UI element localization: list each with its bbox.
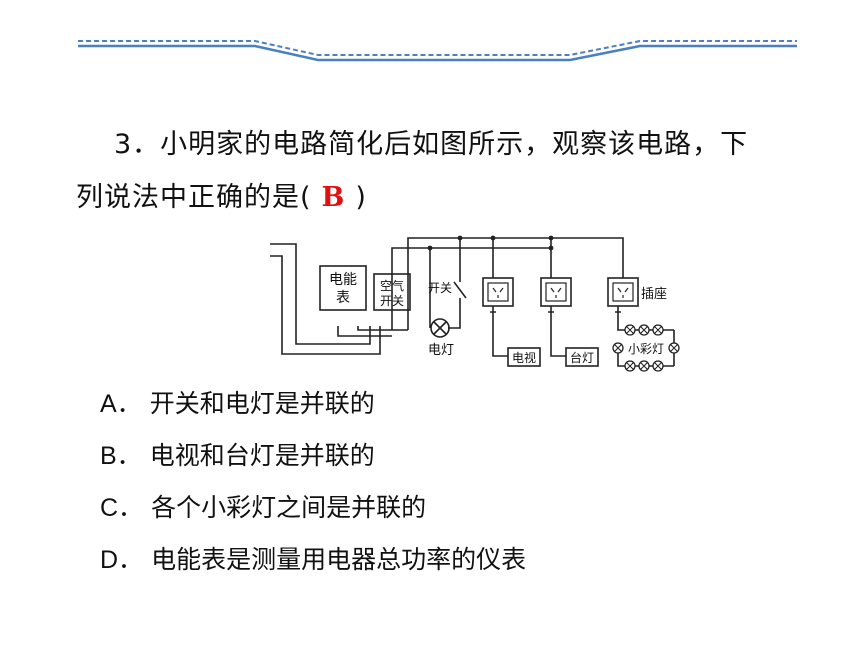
option-key: B．	[100, 442, 142, 470]
header-banner	[78, 40, 797, 62]
breaker-box	[373, 273, 411, 311]
breaker-label-1: 空气	[380, 278, 404, 293]
meter-label-1: 电能	[329, 272, 357, 288]
lamp-label: 电灯	[428, 343, 454, 358]
meter-box	[319, 265, 367, 311]
option-text: 开关和电灯是并联的	[149, 389, 375, 418]
breaker-label-2: 开关	[380, 294, 404, 308]
option-key: D．	[100, 546, 144, 574]
option-text: 电能表是测量用电器总功率的仪表	[151, 545, 527, 574]
desk-lamp-label: 台灯	[570, 350, 594, 365]
option-key: A．	[100, 390, 142, 418]
socket-label: 插座	[641, 287, 667, 302]
option-b: B．电视和台灯是并联的	[100, 436, 375, 472]
question-suffix: )	[355, 182, 367, 213]
question-prefix: 列说法中正确的是(	[76, 182, 312, 213]
tv-label: 电视	[512, 350, 536, 365]
small-lights-label: 小彩灯	[628, 342, 664, 356]
switch-blade	[453, 281, 467, 299]
option-key: C．	[100, 494, 144, 522]
option-a: A．开关和电灯是并联的	[100, 384, 375, 420]
option-text: 电视和台灯是并联的	[149, 441, 375, 470]
answer-mark: B	[321, 182, 346, 213]
question-line-1: 3．小明家的电路简化后如图所示，观察该电路，下	[114, 129, 749, 160]
switch-label: 开关	[428, 281, 452, 295]
circuit-diagram: 电能 表 空气 开关 开关 电灯 插座 电视 台灯 小彩灯	[270, 235, 680, 372]
option-c: C．各个小彩灯之间是并联的	[100, 488, 426, 524]
meter-label-2: 表	[336, 290, 350, 306]
question-line-2: 列说法中正确的是( B)	[76, 175, 367, 214]
option-text: 各个小彩灯之间是并联的	[151, 493, 427, 522]
option-d: D．电能表是测量用电器总功率的仪表	[100, 540, 526, 576]
